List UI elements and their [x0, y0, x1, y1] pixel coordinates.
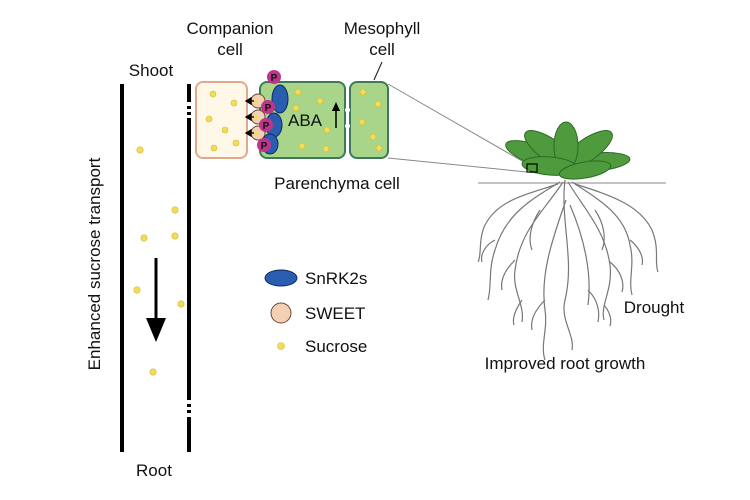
plasmodesmata — [345, 108, 350, 128]
phospho-label: P — [263, 121, 270, 132]
parenchyma-cell-label: Parenchyma cell — [274, 174, 400, 193]
sucrose-dot — [316, 97, 324, 105]
mesophyll-pointer-line — [373, 61, 383, 81]
legend-label-sweet: SWEET — [305, 304, 365, 323]
root-label: Root — [136, 461, 172, 480]
legend-item-sucrose: Sucrose — [277, 337, 367, 356]
sucrose-dot — [358, 118, 366, 126]
sucrose-dot — [359, 88, 367, 96]
phospho-label: P — [265, 103, 272, 114]
phospho-marker — [259, 118, 273, 132]
aba-up-arrow — [332, 102, 340, 128]
phloem-sucrose-dots — [133, 146, 185, 376]
enhanced-transport-label: Enhanced sucrose transport — [85, 157, 104, 370]
aba-label: ABA — [288, 111, 323, 130]
sucrose-dot — [323, 126, 331, 134]
phloem-wall-dots — [187, 106, 191, 413]
sucrose-dot — [205, 115, 213, 123]
phospho-marker — [261, 100, 275, 114]
legend: SnRK2s SWEET Sucrose — [264, 269, 367, 356]
legend-item-snrk2s: SnRK2s — [264, 269, 367, 288]
parenchyma-sucrose-dots — [292, 88, 331, 153]
sucrose-dot — [322, 145, 330, 153]
sucrose-dot — [292, 104, 300, 112]
legend-item-sweet: SWEET — [270, 302, 365, 324]
sucrose-dot — [140, 234, 148, 242]
sucrose-dot — [232, 139, 240, 147]
companion-cell — [195, 81, 248, 159]
sucrose-dot — [133, 286, 141, 294]
phospho-marker — [267, 70, 281, 84]
snrk2s-swatch — [264, 269, 298, 287]
downward-flow-arrow — [146, 258, 166, 342]
plant-rosette — [505, 121, 631, 180]
mesophyll-cell — [349, 81, 389, 159]
sucrose-dot — [298, 142, 306, 150]
sucrose-dot — [136, 146, 144, 154]
sucrose-dot — [209, 90, 217, 98]
sucrose-dot — [375, 144, 383, 152]
sucrose-swatch — [277, 342, 285, 350]
plant-roots — [477, 179, 659, 361]
sucrose-dot — [171, 206, 179, 214]
phospho-markers — [257, 70, 281, 152]
companion-cell-label-line2: cell — [217, 40, 243, 59]
sweet-swatch — [270, 302, 292, 324]
companion-sucrose-dots — [205, 90, 240, 152]
sucrose-dot — [221, 126, 229, 134]
legend-label-sucrose: Sucrose — [305, 337, 367, 356]
sucrose-dot — [369, 133, 377, 141]
snrk2-kinase — [271, 84, 289, 114]
phospho-label: P — [261, 141, 268, 152]
sucrose-dot — [210, 144, 218, 152]
mesophyll-sucrose-dots — [358, 88, 383, 152]
shoot-label: Shoot — [129, 61, 174, 80]
efflux-arrows — [244, 96, 254, 138]
sucrose-dot — [374, 100, 382, 108]
drought-label: Drought — [624, 298, 685, 317]
companion-cell-label-line1: Companion — [187, 19, 274, 38]
sucrose-dot — [171, 232, 179, 240]
mesophyll-cell-label-line2: cell — [369, 40, 395, 59]
phospho-label: P — [271, 73, 278, 84]
sucrose-dot — [149, 368, 157, 376]
sucrose-dot — [177, 300, 185, 308]
sucrose-dot — [294, 88, 302, 96]
zoom-lines — [387, 83, 538, 174]
root-growth-label: Improved root growth — [485, 354, 646, 373]
sweet-inner-dots — [254, 99, 258, 135]
legend-label-snrk2s: SnRK2s — [305, 269, 367, 288]
sucrose-dot — [230, 99, 238, 107]
mesophyll-cell-label-line1: Mesophyll — [344, 19, 421, 38]
phospho-marker — [257, 138, 271, 152]
leaf-zoom-box — [526, 163, 538, 173]
